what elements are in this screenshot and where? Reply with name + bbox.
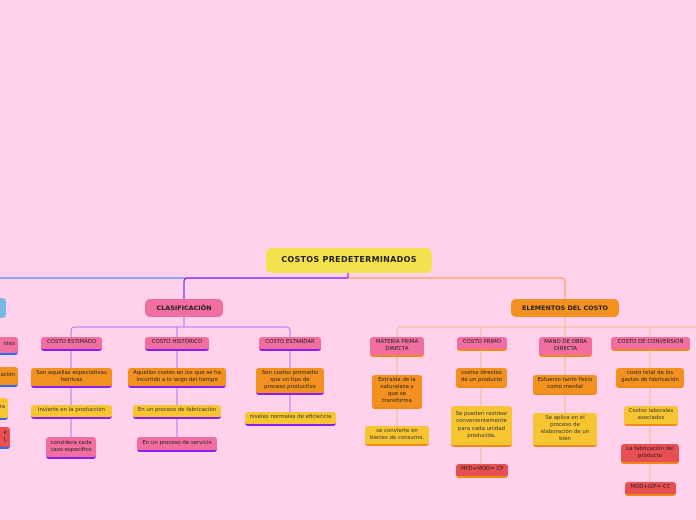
left-cut-node-b[interactable]: ación xyxy=(0,367,18,387)
materia-prima-node[interactable]: MATERIA PRIMA DIRECTA xyxy=(370,337,424,357)
costo-conversion-node[interactable]: COSTO DE CONVERSION xyxy=(611,337,690,351)
costo-estimado-node[interactable]: COSTO ESTIMADO xyxy=(41,337,102,351)
left-cut-branch[interactable] xyxy=(0,298,6,318)
estimado-item-3[interactable]: considera cada caso específico xyxy=(46,437,96,459)
conversion-formula[interactable]: MOD+GIF= CC xyxy=(625,482,676,496)
clasificacion-node[interactable]: CLASIFICACIÓN xyxy=(145,299,223,317)
historico-item-3[interactable]: En un proceso de servicio xyxy=(137,437,217,452)
conversion-item-2[interactable]: Costos laborales asociados xyxy=(624,406,678,426)
conversion-item-1[interactable]: costo total de los gastos de fabricación xyxy=(616,368,684,388)
estimado-item-2[interactable]: Invierte en la producción xyxy=(31,405,112,419)
mano-item-2[interactable]: Se aplica en el proceso de elaboración d… xyxy=(533,413,597,447)
historico-item-2[interactable]: En un proceso de fabricación xyxy=(133,405,221,419)
mano-obra-node[interactable]: MANO DE OBRA DIRECTA xyxy=(539,337,592,357)
elementos-node[interactable]: ELEMENTOS DEL COSTO xyxy=(511,299,619,317)
left-cut-node-a[interactable]: ntes xyxy=(0,337,18,355)
primo-item-1[interactable]: costos directos de un producto xyxy=(456,368,507,388)
conversion-item-3[interactable]: La fabricación del producto xyxy=(621,444,679,464)
estimado-item-1[interactable]: Son aquellas expectativas teóricas xyxy=(31,368,112,388)
historico-item-1[interactable]: Aquellos costes en los que se ha incurri… xyxy=(128,368,226,388)
left-cut-node-d[interactable]: e l, xyxy=(0,427,10,449)
primo-formula[interactable]: MPD+MOD= CP xyxy=(456,464,508,478)
costo-historico-node[interactable]: COSTO HISTÓRICO xyxy=(145,337,209,351)
root-node[interactable]: COSTOS PREDETERMINADOS xyxy=(266,248,432,273)
costo-primo-node[interactable]: COSTO PRIMO xyxy=(457,337,507,351)
mano-item-1[interactable]: Esfuerzo tanto físico como mental xyxy=(533,375,597,395)
estandar-item-2[interactable]: niveles normales de eficiencia xyxy=(245,412,336,426)
primo-item-2[interactable]: Se pueden rastrear convenientemente para… xyxy=(451,406,512,447)
left-cut-node-c[interactable]: ra xyxy=(0,398,8,420)
materia-item-1[interactable]: Extraída de la naturaleza y que se trans… xyxy=(372,375,422,409)
materia-item-2[interactable]: se convierte en bienes de consumo. xyxy=(365,426,429,446)
estandar-item-1[interactable]: Son costos promedio que un tipo de proce… xyxy=(256,368,324,395)
costo-estandar-node[interactable]: COSTO ESTANDAR xyxy=(259,337,321,351)
